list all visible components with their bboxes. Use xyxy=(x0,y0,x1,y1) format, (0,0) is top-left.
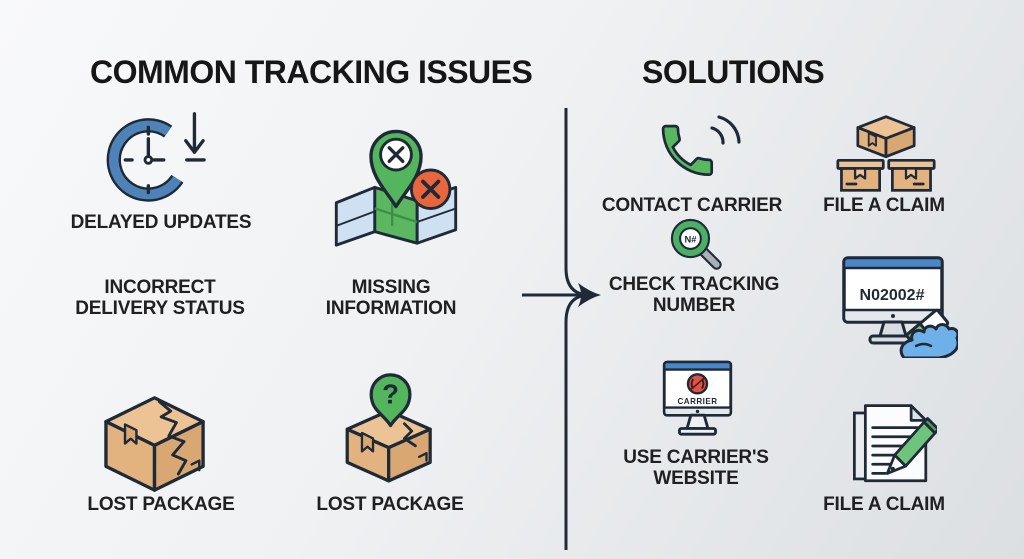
label-incorrect-delivery-status: INCORRECT DELIVERY STATUS xyxy=(75,277,245,320)
damaged-box-icon xyxy=(104,396,205,492)
label-lost-package-damaged: LOST PACKAGE xyxy=(87,494,235,515)
carrier-website-monitor-icon: CARRIER xyxy=(662,360,733,436)
map-missing-pin-icon xyxy=(334,129,458,247)
question-box-icon: ? xyxy=(345,373,432,483)
tracking-monitor-hand-icon: N02002# xyxy=(842,256,958,358)
carrier-logo-text: CARRIER xyxy=(677,397,717,406)
magnifier-code-text: N# xyxy=(684,234,697,244)
question-mark-glyph: ? xyxy=(382,378,399,409)
tracking-magnifier-icon: N# xyxy=(670,218,722,270)
label-use-carriers-website: USE CARRIER'S WEBSITE xyxy=(623,447,769,490)
solutions-title: SOLUTIONS xyxy=(642,54,825,90)
claim-boxes-icon xyxy=(836,115,936,192)
issues-to-solutions-arrow xyxy=(522,108,601,550)
label-missing-information: MISSING INFORMATION xyxy=(325,277,457,320)
monitor-tracking-code-text: N02002# xyxy=(860,287,925,304)
label-contact-carrier: CONTACT CARRIER xyxy=(601,195,783,216)
phone-icon xyxy=(661,115,741,177)
label-delayed-updates: DELAYED UPDATES xyxy=(70,212,252,233)
label-file-a-claim-top: FILE A CLAIM xyxy=(823,195,945,216)
clock-delay-icon xyxy=(106,112,206,202)
claim-document-pen-icon xyxy=(852,404,937,483)
label-check-tracking-number: CHECK TRACKING NUMBER xyxy=(608,274,780,317)
label-file-a-claim-bottom: FILE A CLAIM xyxy=(823,494,945,515)
label-lost-package-question: LOST PACKAGE xyxy=(316,494,464,515)
issues-title: COMMON TRACKING ISSUES xyxy=(90,54,533,90)
